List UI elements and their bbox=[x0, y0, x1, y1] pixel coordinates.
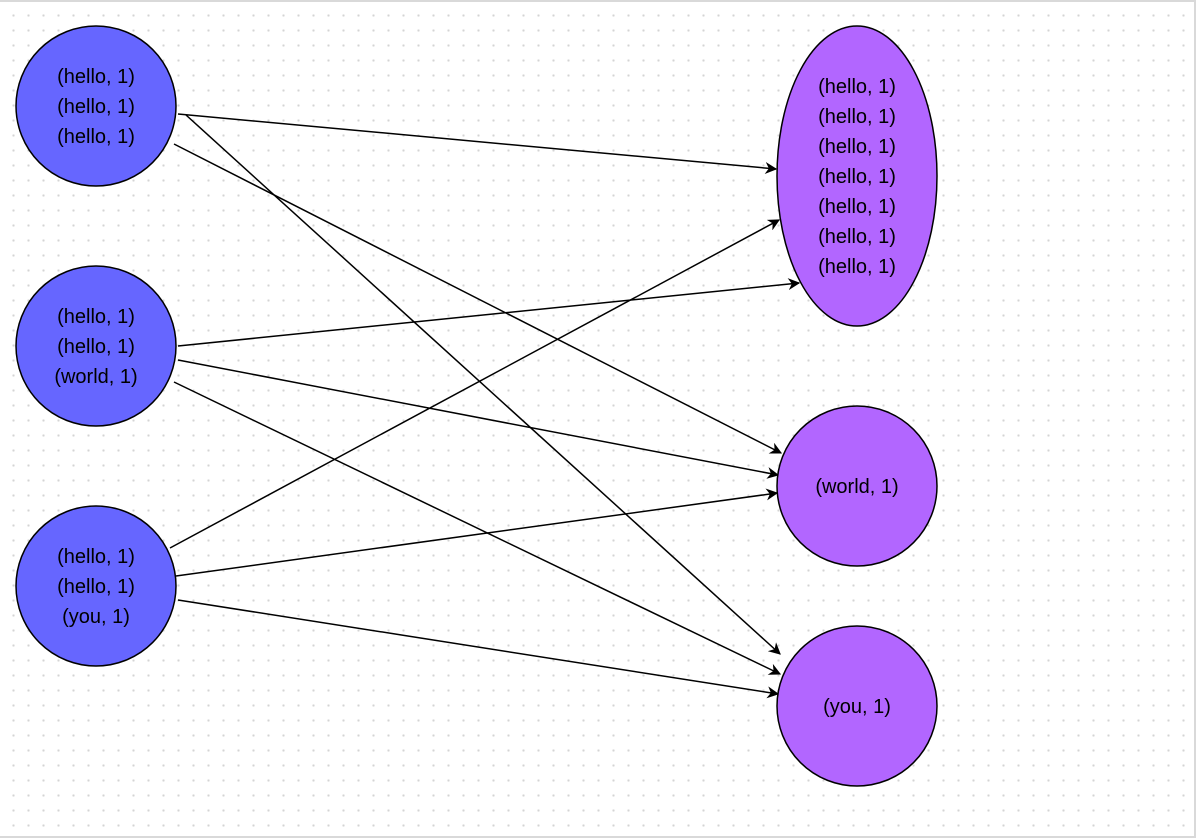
target-node-3-shape bbox=[776, 625, 938, 787]
target-node-1-line-7: (hello, 1) bbox=[818, 256, 896, 278]
target-node-1-line-4: (hello, 1) bbox=[818, 166, 896, 188]
arrow-s2-to-t3 bbox=[173, 381, 782, 675]
target-node-3-line-1: (you, 1) bbox=[823, 696, 891, 718]
edges-layer bbox=[169, 113, 801, 699]
arrow-s3-to-t1 bbox=[169, 219, 781, 549]
source-node-2-line-3: (world, 1) bbox=[54, 366, 137, 388]
source-node-1: (hello, 1) (hello, 1) (hello, 1) bbox=[15, 25, 177, 187]
target-node-1-line-1: (hello, 1) bbox=[818, 76, 896, 98]
source-node-3-line-3: (you, 1) bbox=[62, 606, 130, 628]
target-node-1: (hello, 1) (hello, 1) (hello, 1) (hello, 1)… bbox=[776, 25, 938, 327]
target-node-1-shape bbox=[776, 25, 938, 327]
arrow-s3-to-t2 bbox=[175, 488, 779, 577]
source-node-3-shape bbox=[15, 505, 177, 667]
source-node-2-line-1: (hello, 1) bbox=[57, 306, 135, 328]
arrow-s1-to-t3 bbox=[185, 114, 781, 655]
target-node-2-line-1: (world, 1) bbox=[815, 476, 898, 498]
arrow-s2-to-t1 bbox=[177, 278, 801, 347]
arrow-s1-to-t2 bbox=[173, 143, 783, 454]
arrow-s2-to-t2 bbox=[177, 359, 780, 479]
source-node-3-line-1: (hello, 1) bbox=[57, 546, 135, 568]
arrow-s1-to-t1 bbox=[177, 113, 778, 174]
arrow-s3-to-t3 bbox=[177, 599, 780, 699]
source-node-3-line-2: (hello, 1) bbox=[57, 576, 135, 598]
source-node-1-line-3: (hello, 1) bbox=[57, 126, 135, 148]
source-node-2-line-2: (hello, 1) bbox=[57, 336, 135, 358]
target-node-1-line-3: (hello, 1) bbox=[818, 136, 896, 158]
target-node-1-line-5: (hello, 1) bbox=[818, 196, 896, 218]
source-node-3: (hello, 1) (hello, 1) (you, 1) bbox=[15, 505, 177, 667]
source-node-1-line-2: (hello, 1) bbox=[57, 96, 135, 118]
source-node-2: (hello, 1) (hello, 1) (world, 1) bbox=[15, 265, 177, 427]
target-node-2-shape bbox=[776, 405, 938, 567]
target-node-1-line-2: (hello, 1) bbox=[818, 106, 896, 128]
source-node-1-shape bbox=[15, 25, 177, 187]
target-node-3: (you, 1) bbox=[776, 625, 938, 787]
source-node-1-line-1: (hello, 1) bbox=[57, 66, 135, 88]
target-node-1-line-6: (hello, 1) bbox=[818, 226, 896, 248]
target-node-2: (world, 1) bbox=[776, 405, 938, 567]
source-node-2-shape bbox=[15, 265, 177, 427]
nodes-layer: (hello, 1)(hello, 1)(hello, 1)(hello, 1)… bbox=[15, 25, 938, 787]
